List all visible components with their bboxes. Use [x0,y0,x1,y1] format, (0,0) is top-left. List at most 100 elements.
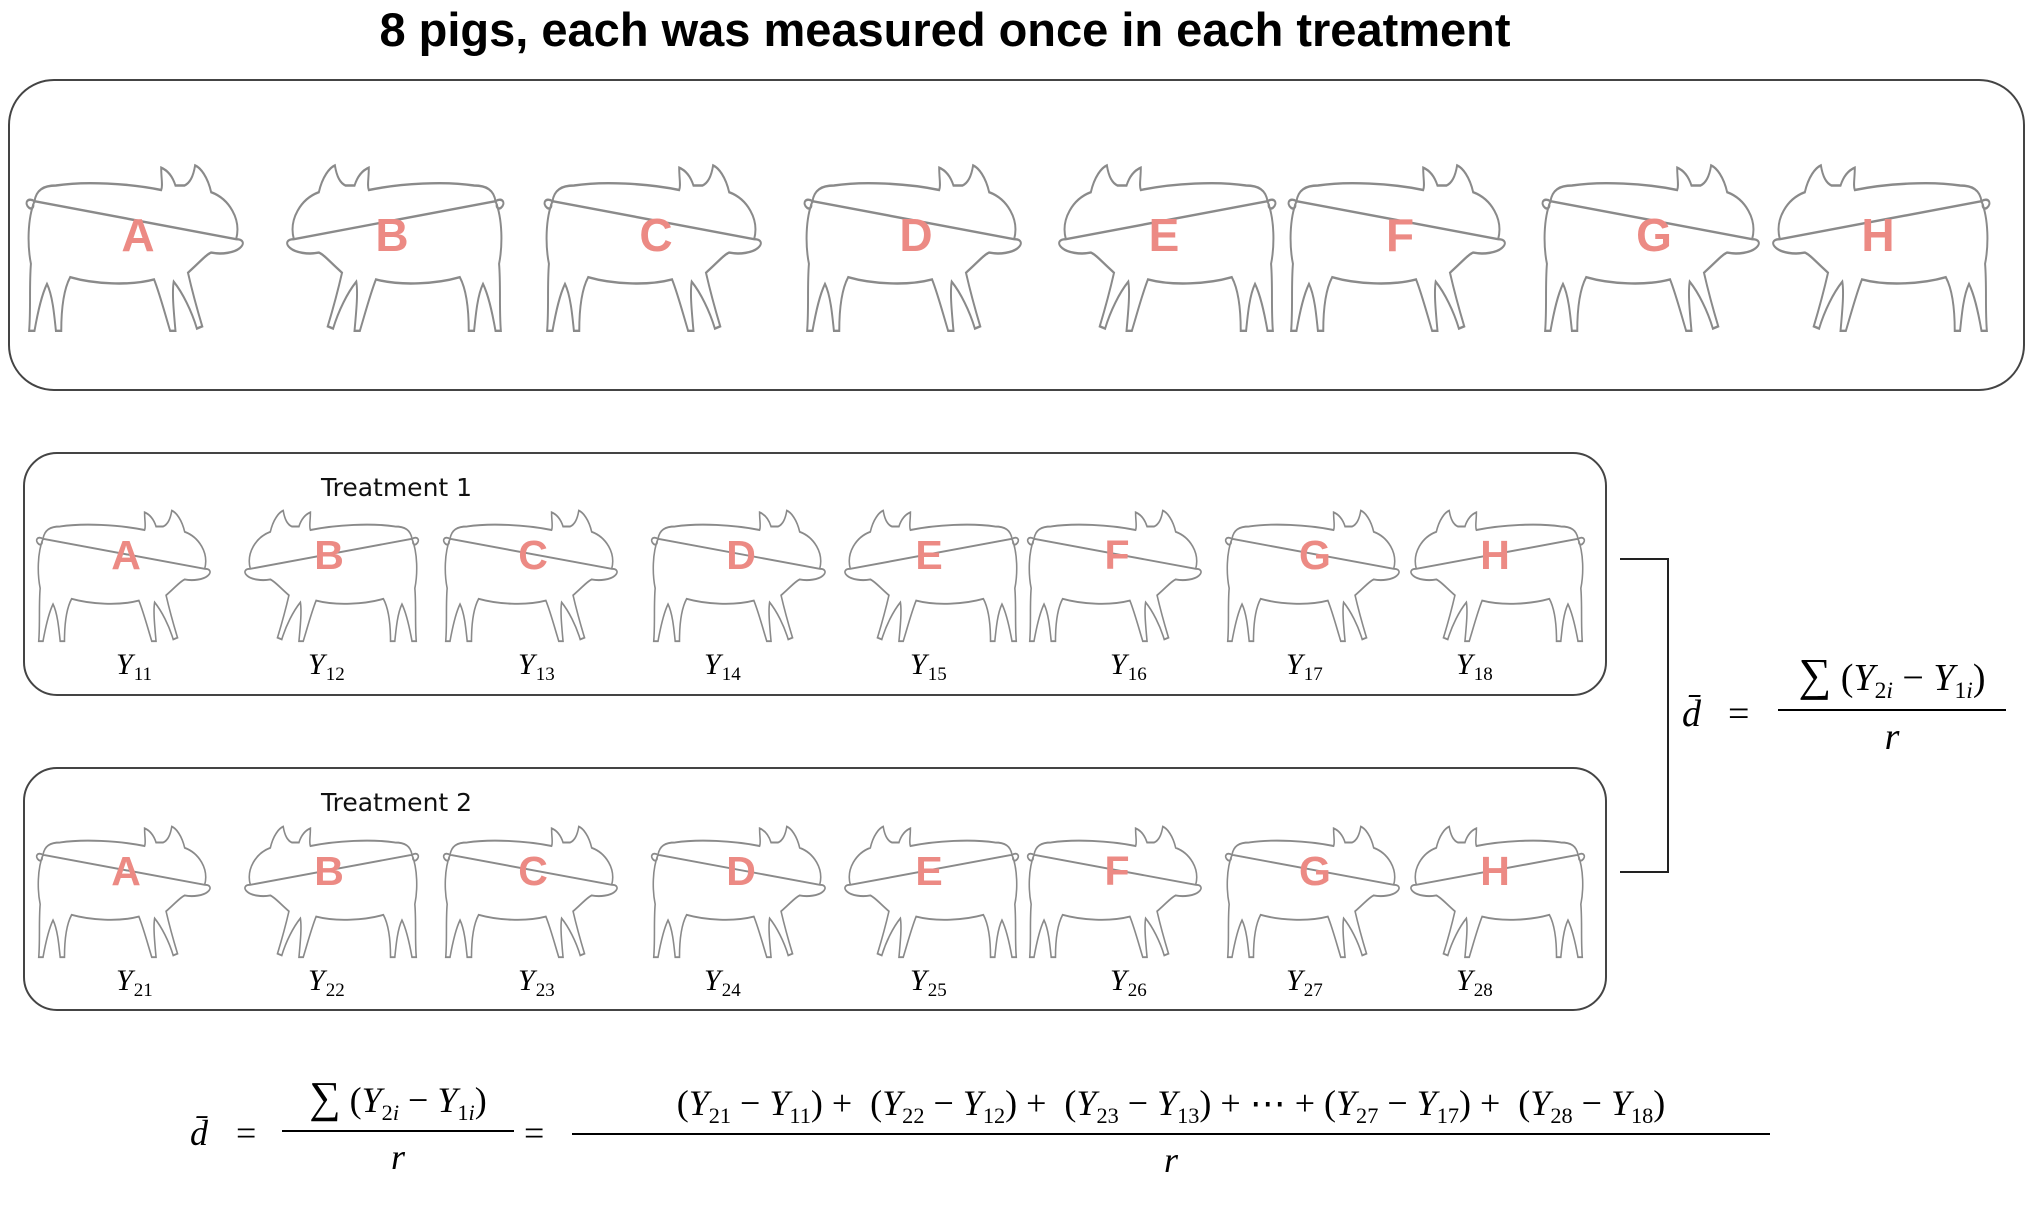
measurement-symbol: Y [1456,964,1473,997]
bottom-formula-fraction-2: (Y21 − Y11) + (Y22 − Y12) + (Y23 − Y13) … [572,1082,1770,1181]
measurement-symbol: Y [116,964,133,997]
pig-b: B [276,152,508,342]
pig-outline-icon [650,509,826,643]
right-formula-terms: (Y2i − Y1i) [1840,657,1986,705]
pig-outline-icon [442,825,618,959]
diagram-title: 8 pigs, each was measured once in each t… [379,3,1511,56]
measurement-label: Y24 [704,964,741,1002]
treatment-2-panel: Treatment 2 [23,767,1607,1011]
pig-outline-icon [844,509,1020,643]
right-formula-equals: = [1728,693,1750,735]
treatment-2-pig-b: B [236,816,422,966]
measurement-subscript: 12 [325,664,345,685]
pig-g: G [1538,152,1770,342]
measurement-symbol: Y [308,964,325,997]
bottom-formula-fraction-1-numerator: ∑ (Y2i − Y1i) [309,1073,487,1125]
pig-label: B [314,848,344,894]
measurement-label: Y18 [1456,648,1493,686]
measurement-symbol: Y [116,648,133,681]
pig-label: A [111,532,141,578]
pig-outline-icon [1026,825,1202,959]
pig-label: B [375,209,409,261]
measurement-label: Y26 [1110,964,1147,1002]
bottom-formula-fraction-2-denominator: r [1163,1139,1178,1180]
treatment-1-title: Treatment 1 [321,473,473,502]
bottom-formula-equals-2: = [524,1113,545,1153]
measurement-symbol: Y [910,964,927,997]
pig-label: H [1480,532,1510,578]
measurement-symbol: Y [1456,648,1473,681]
measurement-symbol: Y [1286,648,1303,681]
bottom-formula-fraction-1-denominator: r [390,1136,405,1177]
measurement-subscript: 11 [133,664,152,685]
measurement-label: Y28 [1456,964,1493,1002]
treatment-1-pig-g: G [1222,500,1408,650]
pig-outline-icon [1224,825,1400,959]
measurement-subscript: 15 [927,664,947,685]
pig-outline-icon [1026,509,1202,643]
measurement-subscript: 27 [1303,980,1323,1001]
measurement-label: Y14 [704,648,741,686]
right-formula-fraction: ∑ (Y2i − Y1i) r [1778,648,2006,759]
treatment-2-pig-c: C [440,816,626,966]
pig-outline-icon [650,825,826,959]
pig-outline-icon [1224,509,1400,643]
pairing-bracket [1620,558,1669,873]
measurement-label: Y12 [308,648,345,686]
treatment-2-pig-h: H [1402,816,1588,966]
pig-label: E [1148,209,1180,261]
measurement-symbol: Y [308,648,325,681]
pig-label: H [1861,209,1895,261]
bottom-formula-lhs: d̄ [190,1113,208,1153]
pig-label: E [915,848,943,894]
treatment-1-pig-a: A [33,500,219,650]
pig-label: H [1480,848,1510,894]
pig-outline-icon [1287,163,1506,333]
measurement-subscript: 17 [1303,664,1323,685]
pig-label: B [314,532,344,578]
pig-label: G [1636,209,1672,261]
pig-outline-icon [244,825,420,959]
pig-outline-icon [286,163,505,333]
pig-label: A [121,209,155,261]
pig-outline-icon [543,163,762,333]
measurement-subscript: 13 [535,664,555,685]
pig-outline-icon [844,825,1020,959]
measurement-label: Y13 [518,648,555,686]
treatment-2-pig-e: E [836,816,1022,966]
pig-e: E [1048,152,1280,342]
treatment-2-pig-f: F [1024,816,1210,966]
measurement-symbol: Y [518,648,535,681]
pig-label: C [518,532,548,578]
pig-label: F [1104,532,1130,578]
measurement-subscript: 25 [927,980,947,1001]
measurement-symbol: Y [1286,964,1303,997]
bottom-formula-fraction-2-numerator: (Y21 − Y11) + (Y22 − Y12) + (Y23 − Y13) … [676,1083,1666,1128]
pig-label: E [915,532,943,578]
pig-outline-icon [25,163,244,333]
measurement-label: Y25 [910,964,947,1002]
pig-label: A [111,848,141,894]
treatment-1-pig-c: C [440,500,626,650]
measurement-symbol: Y [910,648,927,681]
bottom-formula-fraction-1: ∑ (Y2i − Y1i) r [282,1072,514,1178]
bottom-formula-fraction-1-bar [282,1129,514,1132]
pig-outline-icon [35,825,211,959]
pig-f: F [1284,152,1516,342]
measurement-symbol: Y [704,648,721,681]
right-formula-numerator: ∑ (Y2i − Y1i) [1778,648,2006,705]
pig-d: D [800,152,1032,342]
pig-label: F [1104,848,1130,894]
pig-label: F [1385,209,1415,261]
treatment-2-pig-g: G [1222,816,1408,966]
measurement-symbol: Y [1110,648,1127,681]
pig-label: D [726,848,756,894]
right-formula-fraction-bar [1778,709,2006,712]
measurement-symbol: Y [518,964,535,997]
treatment-2-pig-d: D [648,816,834,966]
measurement-subscript: 28 [1473,980,1493,1001]
measurement-subscript: 21 [133,980,153,1001]
treatment-2-title: Treatment 2 [321,788,473,817]
all-pigs-panel [8,79,2025,391]
measurement-label: Y27 [1286,964,1323,1002]
